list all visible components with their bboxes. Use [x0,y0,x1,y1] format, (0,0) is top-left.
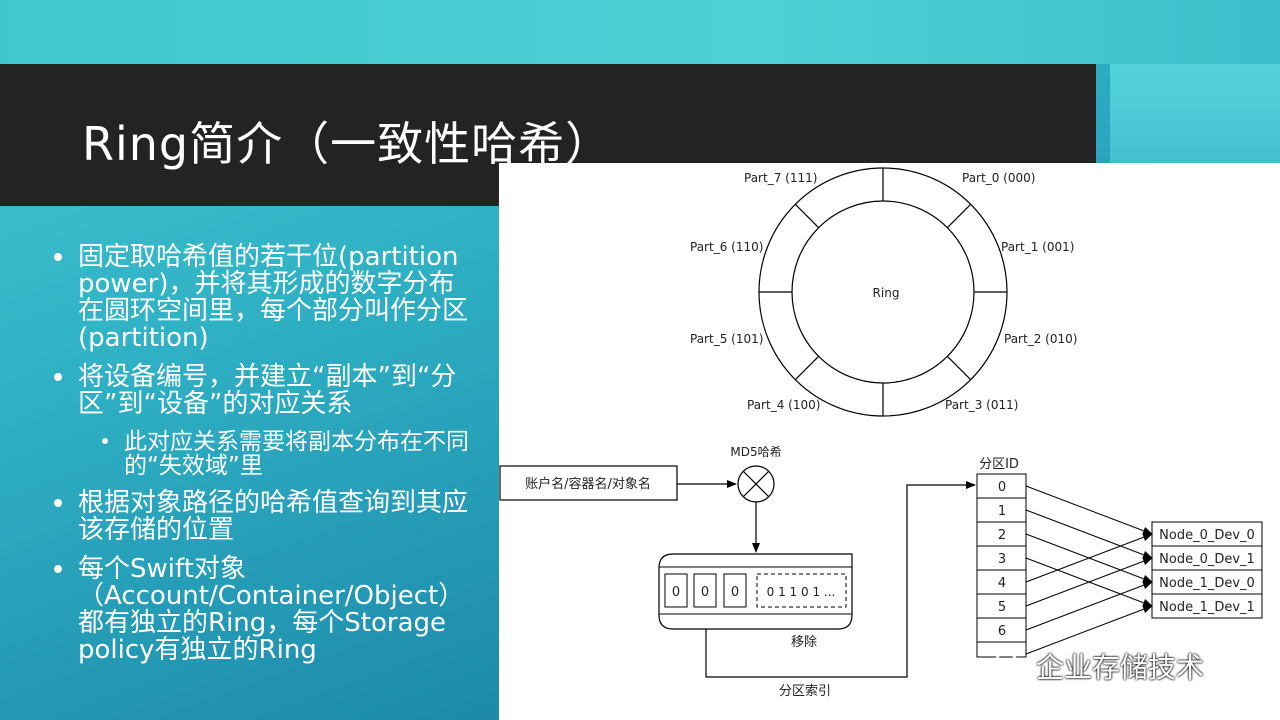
removed-bits-box [756,573,847,608]
ring-label: Ring [873,286,900,300]
node-box [1151,521,1263,547]
input-name-box [499,465,678,501]
bullet-text: 每个Swift对象（Account/Container/Object）都有独立的… [78,554,465,665]
bullet-dot-icon [54,565,62,573]
ring-divider [946,203,972,229]
partition-label-3: Part_3 (011) [945,398,1018,412]
mapping-arrow [1025,605,1153,655]
partition-to-node-mappings [1025,485,1153,655]
partition-id-value: 5 [998,600,1006,615]
node-list: Node_0_Dev_0Node_0_Dev_1Node_1_Dev_0Node… [1151,521,1263,619]
watermark: 企业存储技术 [992,646,1204,686]
bit-cell [693,573,717,608]
ring-divider [794,355,820,381]
partition-id-value: 3 [998,552,1006,567]
bullet-item: 将设备编号，并建立“副本”到“分区”到“设备”的对应关系 [52,364,472,418]
bit-cell-value: 0 [701,585,709,600]
bullet-item: 根据对象路径的哈希值查询到其应该存储的位置 [52,490,472,544]
node-label: Node_0_Dev_0 [1159,528,1255,543]
partition-id-value: 1 [998,504,1006,519]
hash-operator-icon [737,465,775,503]
bullet-text: 此对应关系需要将副本分布在不同的“失效域”里 [124,429,469,479]
node-box [1151,593,1263,619]
partition-id-cell [976,593,1027,619]
partition-label-4: Part_4 (100) [747,398,820,412]
mapping-arrow [1025,485,1153,535]
md5-hash-label: MD5哈希 [730,444,781,459]
mapping-arrow [1025,557,1153,607]
ring-divider [946,355,972,381]
bullet-dot-icon [54,253,62,261]
partition-label-5: Part_5 (101) [690,332,763,346]
partition-id-header: 分区ID [979,457,1019,472]
sub-bullet-item: 此对应关系需要将副本分布在不同的“失效域”里 [100,430,472,478]
bullet-text: 固定取哈希值的若干位(partition power)，并将其形成的数字分布在圆… [78,242,469,353]
removed-bits-value: 0 1 1 0 1 ... [767,585,836,599]
ring-dividers [759,168,1007,416]
partition-label-1: Part_1 (001) [1001,240,1074,254]
bit-cell-value: 0 [672,585,680,600]
partition-id-cell [976,641,1027,658]
watermark-text: 企业存储技术 [1036,651,1205,684]
ring-hash-diagram: Ring Part_0 (000) Part_1 (001) Part_2 (0… [499,167,1263,699]
bullet-text: 根据对象路径的哈希值查询到其应该存储的位置 [78,488,469,545]
wechat-icon [993,653,1028,678]
ring-divider [794,203,820,229]
bullet-item: 每个Swift对象（Account/Container/Object）都有独立的… [52,556,472,664]
partition-id-cell [976,545,1027,571]
remove-label: 移除 [791,635,817,650]
bullet-item: 固定取哈希值的若干位(partition power)，并将其形成的数字分布在圆… [52,244,472,352]
partition-label-2: Part_2 (010) [1004,332,1077,346]
bullet-dot-icon [54,499,62,507]
ring: Ring Part_0 (000) Part_1 (001) Part_2 (0… [690,167,1077,417]
partition-index-arrow [705,481,976,678]
node-label: Node_1_Dev_0 [1159,576,1255,591]
hash-bits-block [658,553,853,630]
node-box [1151,545,1263,571]
node-label: Node_0_Dev_1 [1159,552,1255,567]
mapping-arrow [1025,509,1153,559]
diagram-panel: Ring Part_0 (000) Part_1 (001) Part_2 (0… [499,163,1280,720]
partition-id-cell [976,521,1027,547]
partition-id-table: 0 1 2 3 4 5 6 [976,473,1027,658]
bit-cell-value: 0 [731,585,739,600]
top-accent-strip [0,0,1280,64]
bullet-list: 固定取哈希值的若干位(partition power)，并将其形成的数字分布在圆… [52,244,472,676]
bit-cell [723,573,747,608]
node-label: Node_1_Dev_1 [1159,600,1255,615]
partition-id-cell [976,473,1027,499]
partition-id-value: 0 [998,480,1006,495]
bullet-dot-icon [54,373,62,381]
bit-cell [664,573,688,608]
input-name-label: 账户名/容器名/对象名 [525,476,651,492]
partition-label-6: Part_6 (110) [690,240,763,254]
partition-id-value: 4 [998,576,1006,591]
partition-label-7: Part_7 (111) [744,171,817,185]
mapping-arrow [1025,581,1153,631]
partition-label-0: Part_0 (000) [962,171,1035,185]
partition-id-value: 6 [998,624,1006,639]
partition-id-value: 2 [998,528,1006,543]
bullet-dot-icon [102,438,108,444]
slide-title: Ring简介（一致性哈希） [82,117,613,171]
partition-index-label: 分区索引 [779,684,831,699]
bullet-text: 将设备编号，并建立“副本”到“分区”到“设备”的对应关系 [78,362,457,419]
mapping-arrow [1025,533,1153,583]
